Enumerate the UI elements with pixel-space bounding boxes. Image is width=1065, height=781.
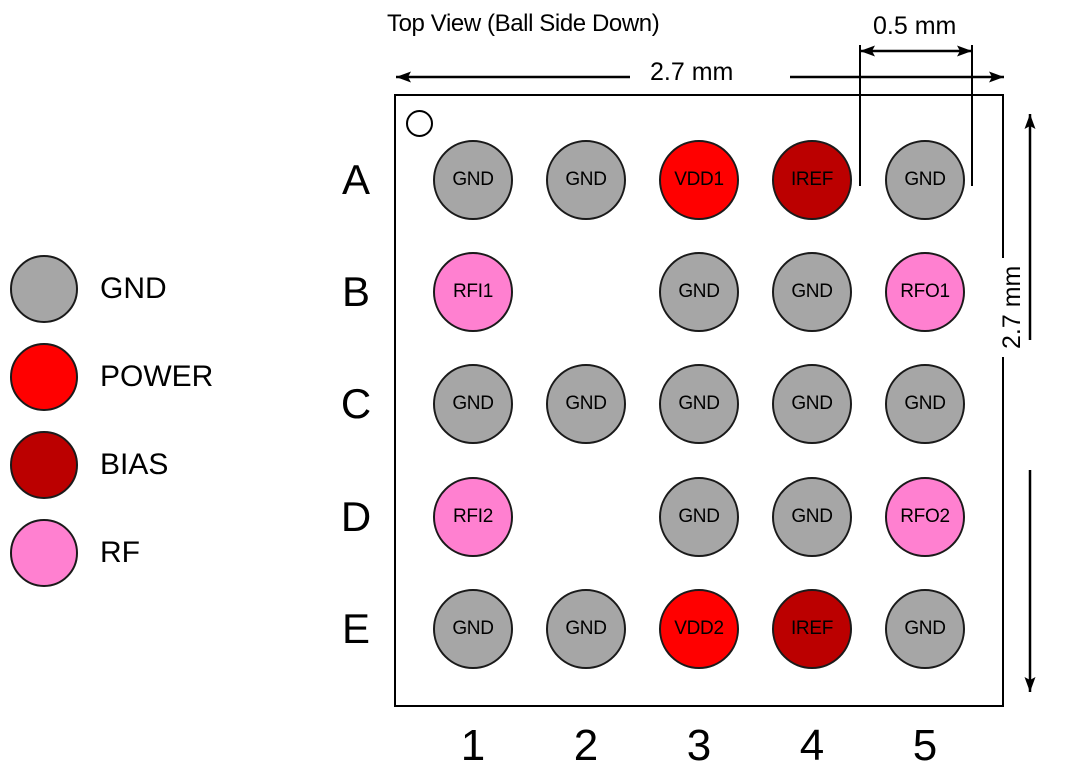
ball-C1: GND xyxy=(433,364,513,444)
ball-B5: RFO1 xyxy=(885,252,965,332)
ball-C2: GND xyxy=(546,364,626,444)
ball-A3: VDD1 xyxy=(659,140,739,220)
column-label-2: 2 xyxy=(573,721,599,770)
row-label-B: B xyxy=(341,268,370,315)
ball-E1: GND xyxy=(433,589,513,669)
page-title: Top View (Ball Side Down) xyxy=(387,10,660,37)
column-label-1: 1 xyxy=(460,721,486,770)
legend-label: POWER xyxy=(100,360,214,393)
ball-D1: RFI2 xyxy=(433,477,513,557)
legend: GND POWER BIAS RF xyxy=(10,255,240,607)
ball-E5: GND xyxy=(885,589,965,669)
column-label-3: 3 xyxy=(686,721,712,770)
ball-B3: GND xyxy=(659,252,739,332)
column-label-5: 5 xyxy=(912,721,938,770)
row-label-D: D xyxy=(340,493,372,540)
legend-swatch-gnd-icon xyxy=(10,255,78,323)
legend-item-rf: RF xyxy=(10,519,240,607)
column-label-4: 4 xyxy=(799,721,825,770)
row-label-E: E xyxy=(341,605,370,652)
ball-C4: GND xyxy=(772,364,852,444)
legend-item-gnd: GND xyxy=(10,255,240,343)
ball-B1: RFI1 xyxy=(433,252,513,332)
ball-E2: GND xyxy=(546,589,626,669)
ball-D3: GND xyxy=(659,477,739,557)
pitch-dimension-label: 0.5 mm xyxy=(873,12,957,40)
ball-C3: GND xyxy=(659,364,739,444)
row-label-C: C xyxy=(340,380,372,427)
legend-label: BIAS xyxy=(100,448,169,481)
legend-item-bias: BIAS xyxy=(10,431,240,519)
ball-D5: RFO2 xyxy=(885,477,965,557)
width-dimension-label: 2.7 mm xyxy=(641,58,743,87)
ball-A5: GND xyxy=(885,140,965,220)
ball-A4: IREF xyxy=(772,140,852,220)
ball-E3: VDD2 xyxy=(659,589,739,669)
ball-B4: GND xyxy=(772,252,852,332)
legend-item-power: POWER xyxy=(10,343,240,431)
legend-swatch-bias-icon xyxy=(10,431,78,499)
legend-swatch-power-icon xyxy=(10,343,78,411)
row-label-A: A xyxy=(341,156,370,203)
ball-A1: GND xyxy=(433,140,513,220)
pin-1-indicator-icon xyxy=(406,110,433,137)
ball-A2: GND xyxy=(546,140,626,220)
ball-D4: GND xyxy=(772,477,852,557)
ball-E4: IREF xyxy=(772,589,852,669)
ball-C5: GND xyxy=(885,364,965,444)
height-dimension-label: 2.7 mm xyxy=(998,257,1027,357)
legend-label: GND xyxy=(100,272,167,305)
legend-label: RF xyxy=(100,536,140,569)
legend-swatch-rf-icon xyxy=(10,519,78,587)
